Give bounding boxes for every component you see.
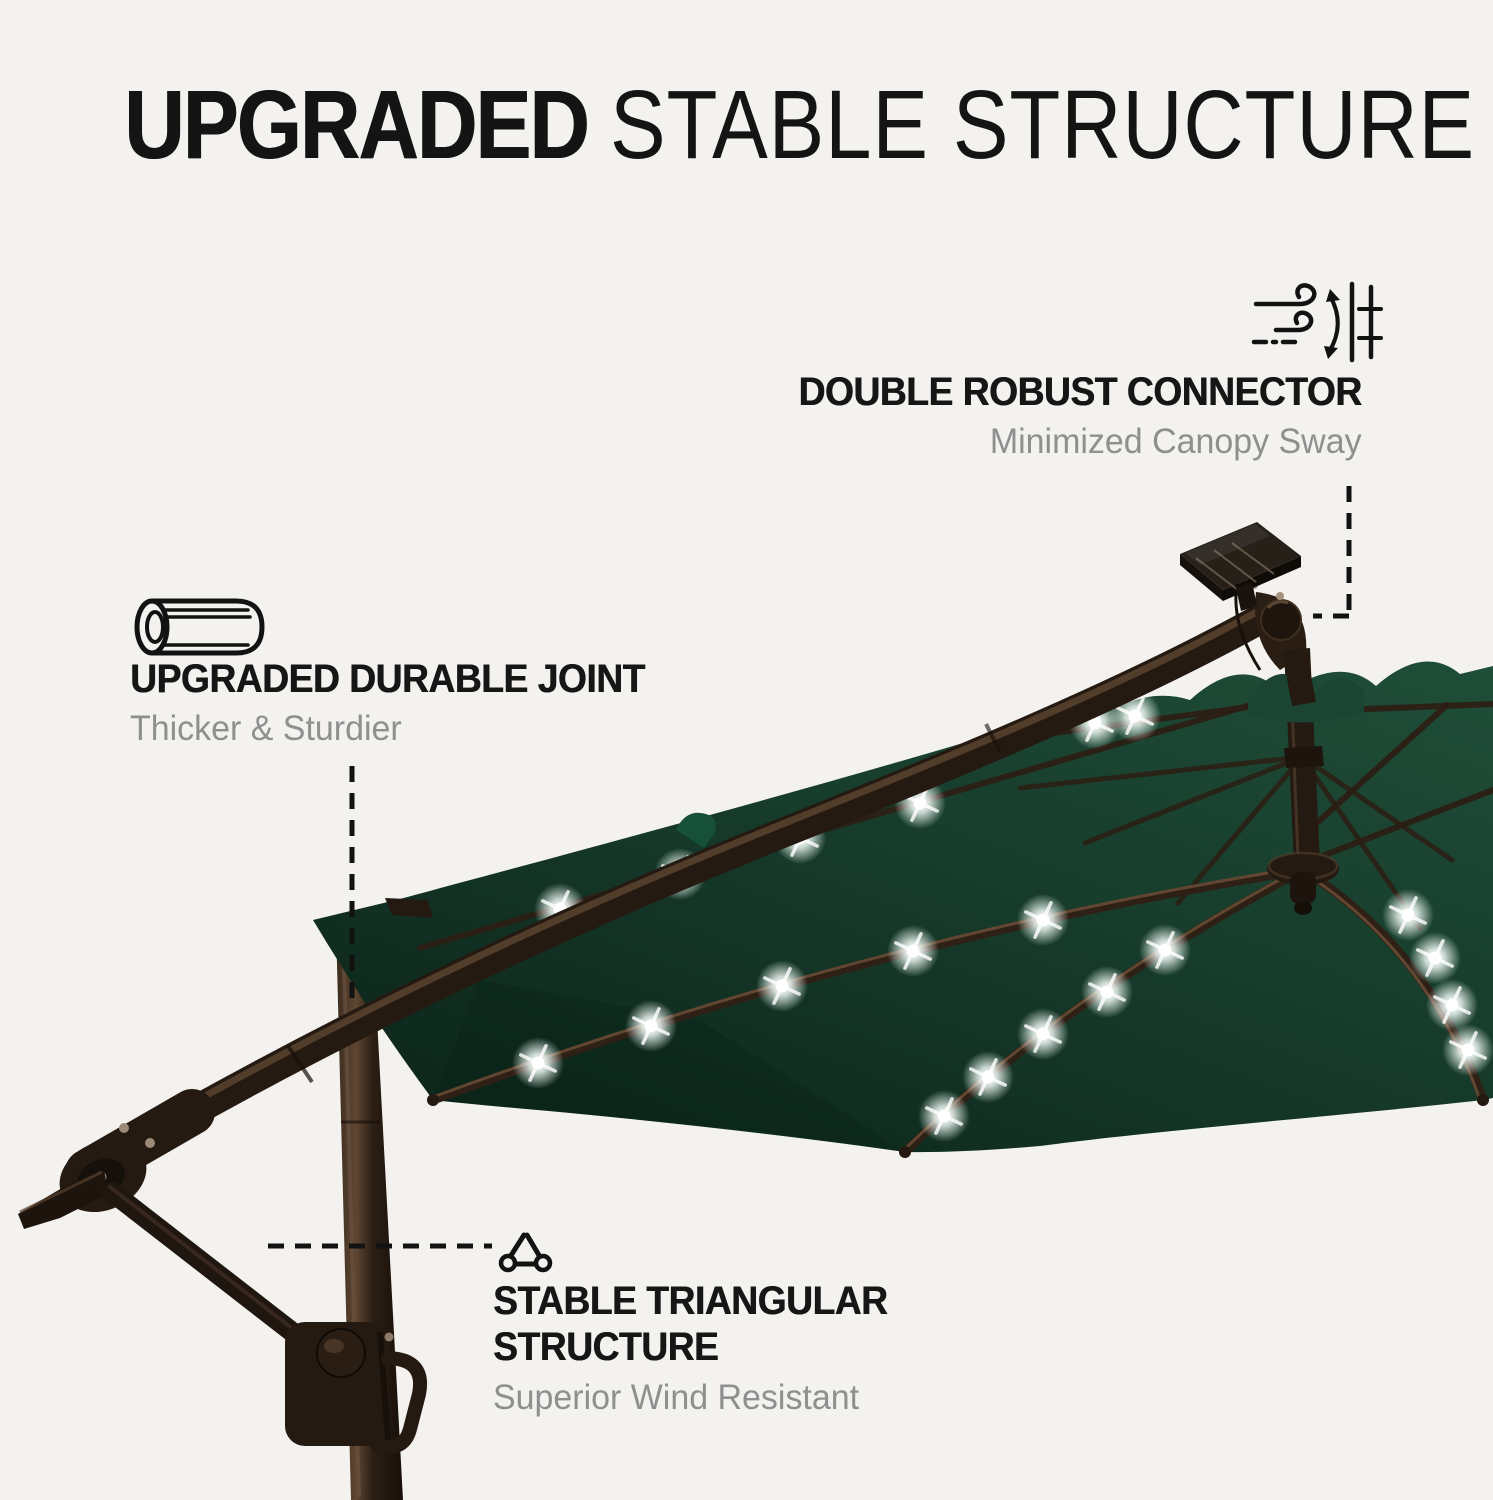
callout-upgraded-durable-joint: UPGRADED DURABLE JOINT Thicker & Sturdie… [130, 656, 683, 749]
tilt-handle [18, 1170, 108, 1229]
crank-handle [371, 1351, 427, 1455]
crank-knob [316, 1328, 366, 1378]
led-light [1407, 930, 1463, 986]
callout-subheading: Superior Wind Resistant [493, 1377, 860, 1417]
canopy-strap [676, 812, 716, 848]
callout-stable-triangular-structure: STABLE TRIANGULAR STRUCTURE Superior Win… [493, 1278, 917, 1418]
rib-tip-cap [385, 898, 433, 918]
led-light [1015, 1006, 1071, 1062]
led-light [960, 1049, 1016, 1105]
callout-heading: STABLE TRIANGULAR STRUCTURE [493, 1278, 888, 1371]
led-light [623, 998, 679, 1054]
umbrella-canopy [313, 661, 1493, 1153]
solar-panel [1180, 522, 1301, 611]
tube-joint-icon [134, 598, 265, 656]
canopy-hub [1267, 851, 1339, 915]
crank-assembly [285, 1322, 427, 1455]
title-regular-part: STABLE STRUCTURE [609, 70, 1476, 179]
callout-heading-line1: STABLE TRIANGULAR [493, 1279, 888, 1323]
callout-heading: DOUBLE ROBUST CONNECTOR [798, 370, 1363, 414]
led-light [1440, 1022, 1493, 1078]
led-light [1137, 922, 1193, 978]
callout-double-robust-connector: DOUBLE ROBUST CONNECTOR Minimized Canopy… [756, 369, 1363, 462]
hub-support-struts [1017, 754, 1455, 931]
wind-sway-icon [1251, 281, 1383, 363]
callout-subheading: Minimized Canopy Sway [990, 422, 1362, 462]
pointer-dash-connector [1313, 486, 1352, 619]
led-light [885, 923, 941, 979]
title-bold-part: UPGRADED [124, 70, 589, 179]
led-light [510, 1035, 566, 1091]
led-light [916, 1088, 972, 1144]
led-light [1424, 977, 1480, 1033]
cantilever-arm [83, 603, 1277, 1181]
led-light [754, 958, 810, 1014]
led-light [1015, 892, 1071, 948]
callout-heading: UPGRADED DURABLE JOINT [130, 657, 645, 701]
led-light [1079, 964, 1135, 1020]
led-light [1380, 887, 1436, 943]
callout-subheading: Thicker & Sturdier [130, 709, 402, 749]
triangle-structure-icon [498, 1232, 553, 1273]
support-strut [102, 1182, 328, 1362]
callout-heading-line2: STRUCTURE [493, 1325, 719, 1370]
